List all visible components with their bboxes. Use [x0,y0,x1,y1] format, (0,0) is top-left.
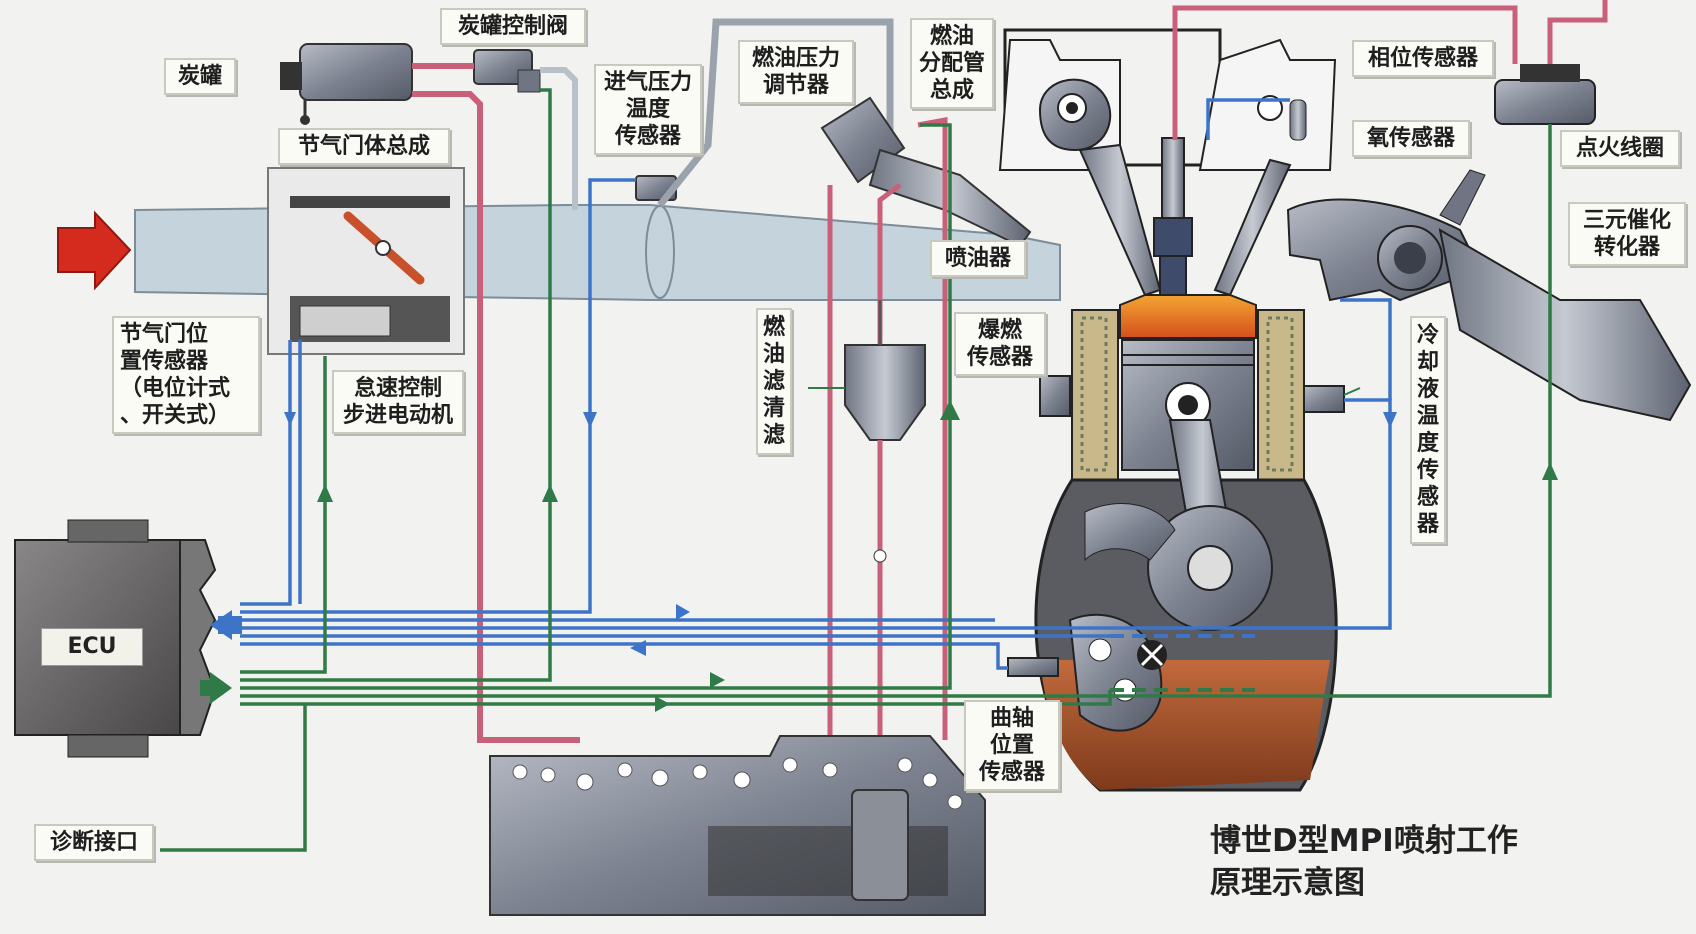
fuel-pump [851,789,909,901]
camshaft [1038,78,1283,152]
knock-sensor-body [1039,375,1071,417]
signal-lines-input [240,98,1392,670]
label-catalytic-converter: 三元催化 转化器 [1568,202,1686,266]
air-intake-arrow [57,210,132,291]
label-oxygen-sensor: 氧传感器 [1352,120,1470,157]
label-intake-pressure-temp-sensor: 进气压力 温度 传感器 [594,64,702,155]
engine-block [998,28,1692,792]
catalytic-converter-body [1438,228,1692,422]
spark-plug [1153,137,1193,297]
label-diagnostic-port: 诊断接口 [34,824,154,861]
label-knock-sensor: 爆燃 传感器 [954,312,1046,376]
label-throttle-body: 节气门体总成 [278,128,450,165]
crank-sensor-body [1007,657,1059,677]
canister-valve-assembly [280,43,580,743]
ignition-coil [1172,0,1608,140]
label-throttle-position-sensor: 节气门位 置传感器 （电位计式 、开关式） [112,316,260,434]
phase-sensor-body [1289,99,1307,141]
fuel-filter [844,300,926,760]
label-phase-sensor: 相位传感器 [1352,40,1494,77]
label-ignition-coil: 点火线圈 [1560,130,1680,167]
label-fuel-pressure-regulator: 燃油压力 调节器 [738,40,854,104]
coolant-sensor-body [1303,385,1345,413]
label-fuel-filter: 燃 油 滤 清 滤 [756,308,792,455]
fuel-tank [489,735,986,916]
throttle-body [267,167,465,355]
ecu-label: ECU [41,628,143,666]
label-canister-valve: 炭罐控制阀 [440,8,586,45]
crankshaft [1084,419,1273,631]
label-coolant-temp-sensor: 冷 却 液 温 度 传 感 器 [1410,316,1446,544]
signal-lines-output [160,88,1552,852]
label-fuel-rail: 燃油 分配管 总成 [910,18,994,109]
diagram-title-line1: 博世D型MPI喷射工作 [1210,823,1518,859]
diagram-title-line2: 原理示意图 [1210,865,1365,901]
label-injector: 喷油器 [930,240,1026,277]
diagram-title: 博世D型MPI喷射工作 原理示意图 [1210,820,1518,904]
label-crankshaft-position-sensor: 曲轴 位置 传感器 [964,700,1060,791]
label-idle-stepper-motor: 怠速控制 步进电动机 [332,370,464,434]
crank-trigger-wheel [1068,613,1167,732]
label-canister: 炭罐 [164,58,236,95]
